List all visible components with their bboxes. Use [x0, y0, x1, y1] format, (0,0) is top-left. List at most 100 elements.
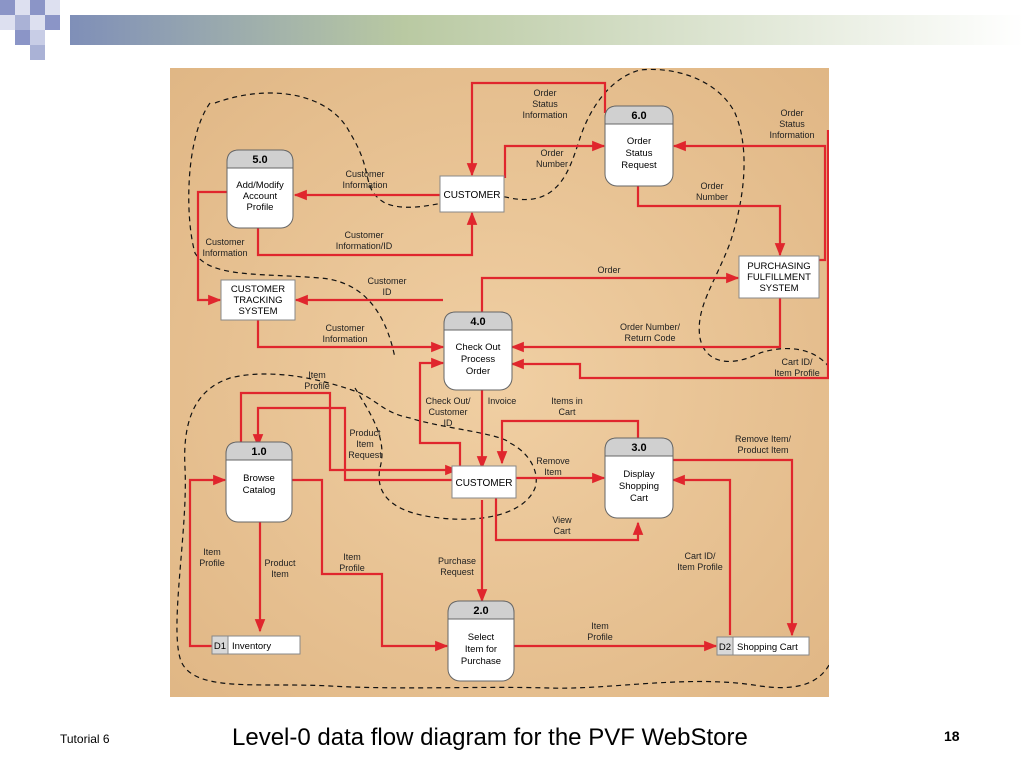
- flow-label: Cart ID/Item Profile: [677, 551, 723, 572]
- flow-d1-profile-to-1: [188, 474, 227, 648]
- data-flows: [188, 81, 829, 652]
- flow-order-number-to-6: [503, 140, 606, 178]
- process-label-line: Request: [621, 160, 657, 171]
- process-label-line: Order: [466, 366, 490, 377]
- flow-5-info-id-to-customer: [256, 211, 478, 257]
- process-label-line: Purchase: [461, 656, 501, 667]
- process-label-line: Item for: [465, 644, 497, 655]
- entity-label: CUSTOMER: [443, 190, 500, 201]
- page-number: 18: [944, 728, 960, 744]
- entity-label-line: CUSTOMER: [231, 284, 285, 295]
- entity-label-line: SYSTEM: [759, 283, 798, 294]
- flow-label: Order Number/Return Code: [620, 322, 681, 343]
- process-6: 6.0 Order Status Request: [604, 105, 674, 187]
- flow-customer-request-to-1: [252, 406, 457, 482]
- data-store-d1-inventory: D1 Inventory: [211, 635, 301, 655]
- entity-label: CUSTOMER: [455, 478, 512, 489]
- process-label-line: Check Out: [456, 342, 501, 353]
- flow-customer-checkout-to-4: [418, 357, 462, 466]
- process-label-line: Shopping: [619, 481, 659, 492]
- process-id: 4.0: [470, 316, 485, 328]
- entity-label-line: SYSTEM: [238, 306, 277, 317]
- flow-label: Cart ID/Item Profile: [774, 357, 820, 378]
- process-label-line: Process: [461, 354, 496, 365]
- entity-customer-middle: CUSTOMER: [451, 465, 517, 499]
- process-label-line: Display: [623, 469, 654, 480]
- entity-label-line: FULFILLMENT: [747, 272, 811, 283]
- data-store-label: Inventory: [232, 641, 271, 652]
- process-label-line: Profile: [247, 202, 274, 213]
- process-label-line: Browse: [243, 473, 275, 484]
- flow-3-items-to-customer: [496, 419, 640, 465]
- flow-label: Remove Item/Product Item: [735, 434, 792, 455]
- process-label-line: Cart: [630, 493, 648, 504]
- data-store-label: Shopping Cart: [737, 642, 798, 653]
- flow-6-order-number-to-purchasing: [636, 186, 786, 257]
- data-store-d2-shopping-cart: D2 Shopping Cart: [716, 636, 810, 656]
- process-id: 3.0: [631, 442, 646, 454]
- title-banner: [0, 0, 1024, 60]
- flow-1-item-profile-to-2: [292, 478, 449, 652]
- dashed-groupings: [176, 68, 829, 689]
- flow-tracking-info-to-4: [256, 318, 445, 353]
- process-label-line: Order: [627, 136, 651, 147]
- flow-5-info-to-tracking: [196, 190, 230, 306]
- process-2: 2.0 Select Item for Purchase: [447, 600, 515, 682]
- process-label-line: Add/Modify: [236, 180, 284, 191]
- flow-3-remove-to-d2: [672, 458, 798, 637]
- process-3: 3.0 Display Shopping Cart: [604, 437, 674, 519]
- group-customer-tracking: [188, 102, 396, 359]
- process-id: 6.0: [631, 110, 646, 122]
- group-customer-account: [176, 68, 829, 689]
- process-id: 2.0: [473, 605, 488, 617]
- flow-customer-view-to-3: [494, 490, 644, 542]
- banner-checker: [0, 0, 60, 60]
- data-store-id: D2: [719, 642, 731, 653]
- flow-purchasing-return-to-4: [510, 297, 782, 353]
- banner-stripe: [70, 15, 1024, 45]
- entity-label-line: TRACKING: [233, 295, 282, 306]
- flow-label: Invoice: [488, 396, 517, 406]
- process-5: 5.0 Add/Modify Account Profile: [226, 149, 294, 229]
- flow-label: Order: [597, 265, 620, 275]
- data-store-id: D1: [214, 641, 226, 652]
- flow-d2-cart-profile-to-3: [671, 474, 732, 635]
- process-label-line: Account: [243, 191, 278, 202]
- process-id: 1.0: [251, 446, 266, 458]
- process-4: 4.0 Check Out Process Order: [443, 311, 513, 391]
- data-flow-diagram: 5.0 Add/Modify Account Profile 6.0 Order…: [170, 68, 829, 697]
- slide-caption: Level-0 data flow diagram for the PVF We…: [232, 724, 748, 751]
- flow-item-profile-to-customer: [239, 391, 459, 476]
- entity-label-line: PURCHASING: [747, 261, 810, 272]
- flow-4-order-to-purchasing: [480, 272, 740, 313]
- process-id: 5.0: [252, 154, 267, 166]
- process-label-line: Status: [626, 148, 653, 159]
- flow-order-status-information-to-customer: [466, 81, 607, 177]
- flow-cart-profile-to-4: [510, 130, 829, 380]
- process-1: 1.0 Browse Catalog: [225, 441, 293, 523]
- footer-tutorial-label: Tutorial 6: [60, 732, 110, 746]
- process-label-line: Select: [468, 632, 495, 643]
- entity-customer-tracking-system: CUSTOMER TRACKING SYSTEM: [220, 279, 296, 321]
